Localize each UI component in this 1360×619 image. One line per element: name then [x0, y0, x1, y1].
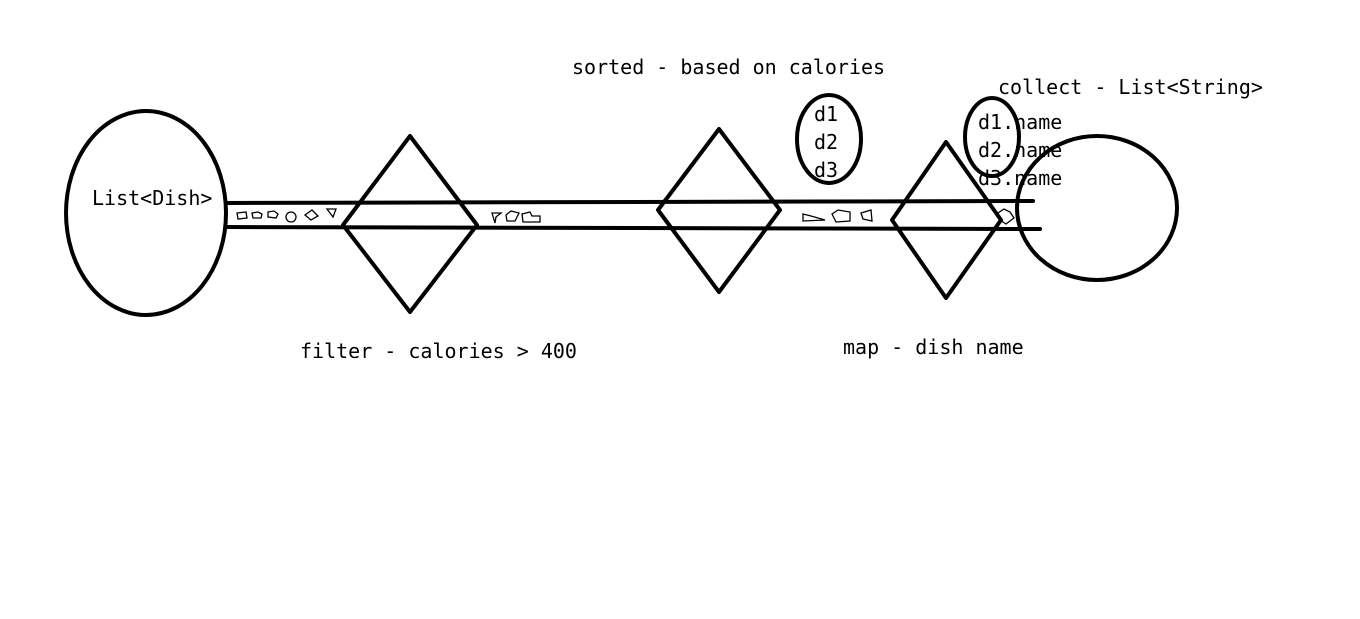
mapped-item: d3.name [978, 166, 1063, 190]
sorted-item: d1 [814, 102, 839, 126]
stream-element-icon [521, 211, 541, 223]
stream-element-icon [285, 211, 297, 223]
source-label: List<Dish> [92, 186, 213, 210]
filter-stage-diamond [341, 134, 479, 314]
sorted-operation-label: sorted - based on calories [572, 55, 886, 79]
sorted-item: d2 [814, 130, 839, 154]
mapped-items-list: d1.name d2.name d3.name [978, 108, 1062, 192]
sorted-items-list: d1 d2 d3 [814, 100, 838, 184]
mapped-item: d2.name [978, 138, 1063, 162]
stream-element-icon [303, 209, 320, 221]
result-collection-ellipse [1015, 134, 1179, 282]
stream-element-icon [505, 210, 520, 222]
map-stage-diamond [890, 140, 1003, 300]
sorted-item: d3 [814, 158, 839, 182]
stream-element-icon [325, 208, 337, 219]
collect-operation-label: collect - List<String> [998, 75, 1263, 99]
stream-element-icon [236, 211, 248, 220]
stream-element-icon [491, 212, 503, 224]
filter-operation-label: filter - calories > 400 [300, 339, 577, 363]
stream-element-icon [997, 208, 1015, 225]
sorted-stage-diamond [656, 127, 782, 294]
stream-element-icon [860, 209, 873, 222]
mapped-item: d1.name [978, 110, 1063, 134]
stream-element-icon [802, 213, 826, 222]
mapped-items-ellipse [963, 96, 1021, 178]
sorted-items-ellipse [795, 93, 863, 185]
source-collection-ellipse [64, 109, 228, 317]
stream-element-icon [831, 209, 851, 223]
map-operation-label: map - dish name [843, 335, 1024, 359]
stream-pipe-bottom [224, 225, 1042, 231]
stream-element-icon [251, 211, 263, 219]
stream-pipe-top [224, 199, 1035, 205]
stream-element-icon [267, 210, 279, 219]
